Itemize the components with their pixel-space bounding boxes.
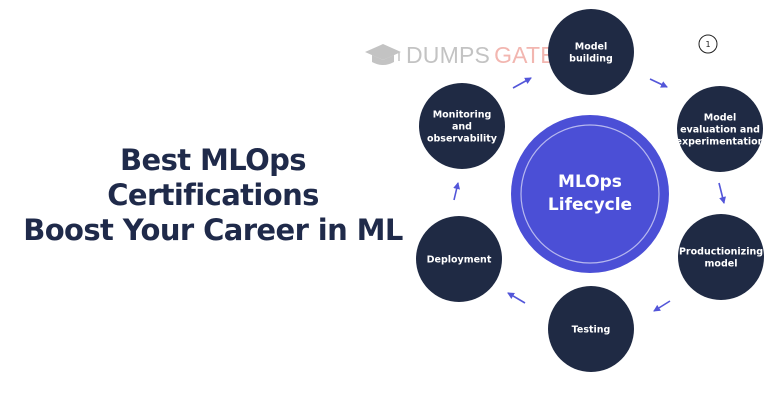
node-label-monitoring-line-3: observability: [427, 134, 498, 145]
center-node: MLOps Lifecycle: [511, 115, 669, 273]
headline-line-2: Certifications: [107, 178, 319, 212]
node-label-deployment-line-1: Deployment: [427, 255, 492, 266]
node-circle-monitoring: [419, 83, 505, 169]
cycle-arrow-5: [453, 182, 461, 201]
cycle-arrow-4: [507, 292, 526, 304]
node-label-productionizing-line-1: Productionizing: [679, 247, 763, 258]
node-label-productionizing-line-2: model: [705, 259, 738, 270]
node-deployment: Deployment: [416, 216, 502, 302]
badge-circle: [698, 34, 718, 54]
node-label-model-evaluation-line-3: experimentation: [676, 137, 765, 148]
node-circle-deployment: [416, 216, 502, 302]
cycle-arrow-1: [649, 78, 668, 88]
cycle-arrow-6: [512, 77, 532, 89]
center-label-line-1: MLOps: [558, 172, 622, 192]
badge: 1: [698, 34, 718, 54]
center-circle: [511, 115, 669, 273]
dumpsgate-watermark: DUMPS GATE: [364, 41, 556, 69]
node-testing: Testing: [548, 286, 634, 372]
headline-line-3: Boost Your Career in ML: [23, 213, 403, 247]
node-circle-productionizing: [678, 214, 764, 300]
headline-line-1: Best MLOps: [120, 143, 307, 177]
cycle-arrows: [453, 77, 726, 312]
center-ring: [520, 124, 660, 264]
node-circle-model-building: [548, 9, 634, 95]
node-label-model-building-line-1: Model: [575, 42, 607, 53]
cycle-arrow-3: [653, 300, 671, 312]
node-label-model-evaluation-line-2: evaluation and: [680, 125, 760, 136]
node-label-model-building-line-2: building: [569, 54, 613, 65]
badge-label: 1: [705, 40, 710, 49]
center-label-line-2: Lifecycle: [548, 195, 632, 215]
headline: Best MLOps Certifications Boost Your Car…: [0, 143, 426, 248]
watermark-text-dumps: DUMPS: [406, 42, 491, 68]
watermark-text-gate: GATE: [494, 42, 556, 68]
node-label-testing-line-1: Testing: [572, 325, 611, 336]
node-circle-testing: [548, 286, 634, 372]
node-label-model-evaluation-line-1: Model: [704, 113, 736, 124]
graduation-cap-icon: [365, 44, 401, 65]
node-label-monitoring-line-1: Monitoring: [433, 110, 492, 121]
node-label-monitoring-line-2: and: [452, 122, 472, 133]
node-circle-model-evaluation: [677, 86, 763, 172]
cycle-arrow-2: [718, 182, 726, 204]
